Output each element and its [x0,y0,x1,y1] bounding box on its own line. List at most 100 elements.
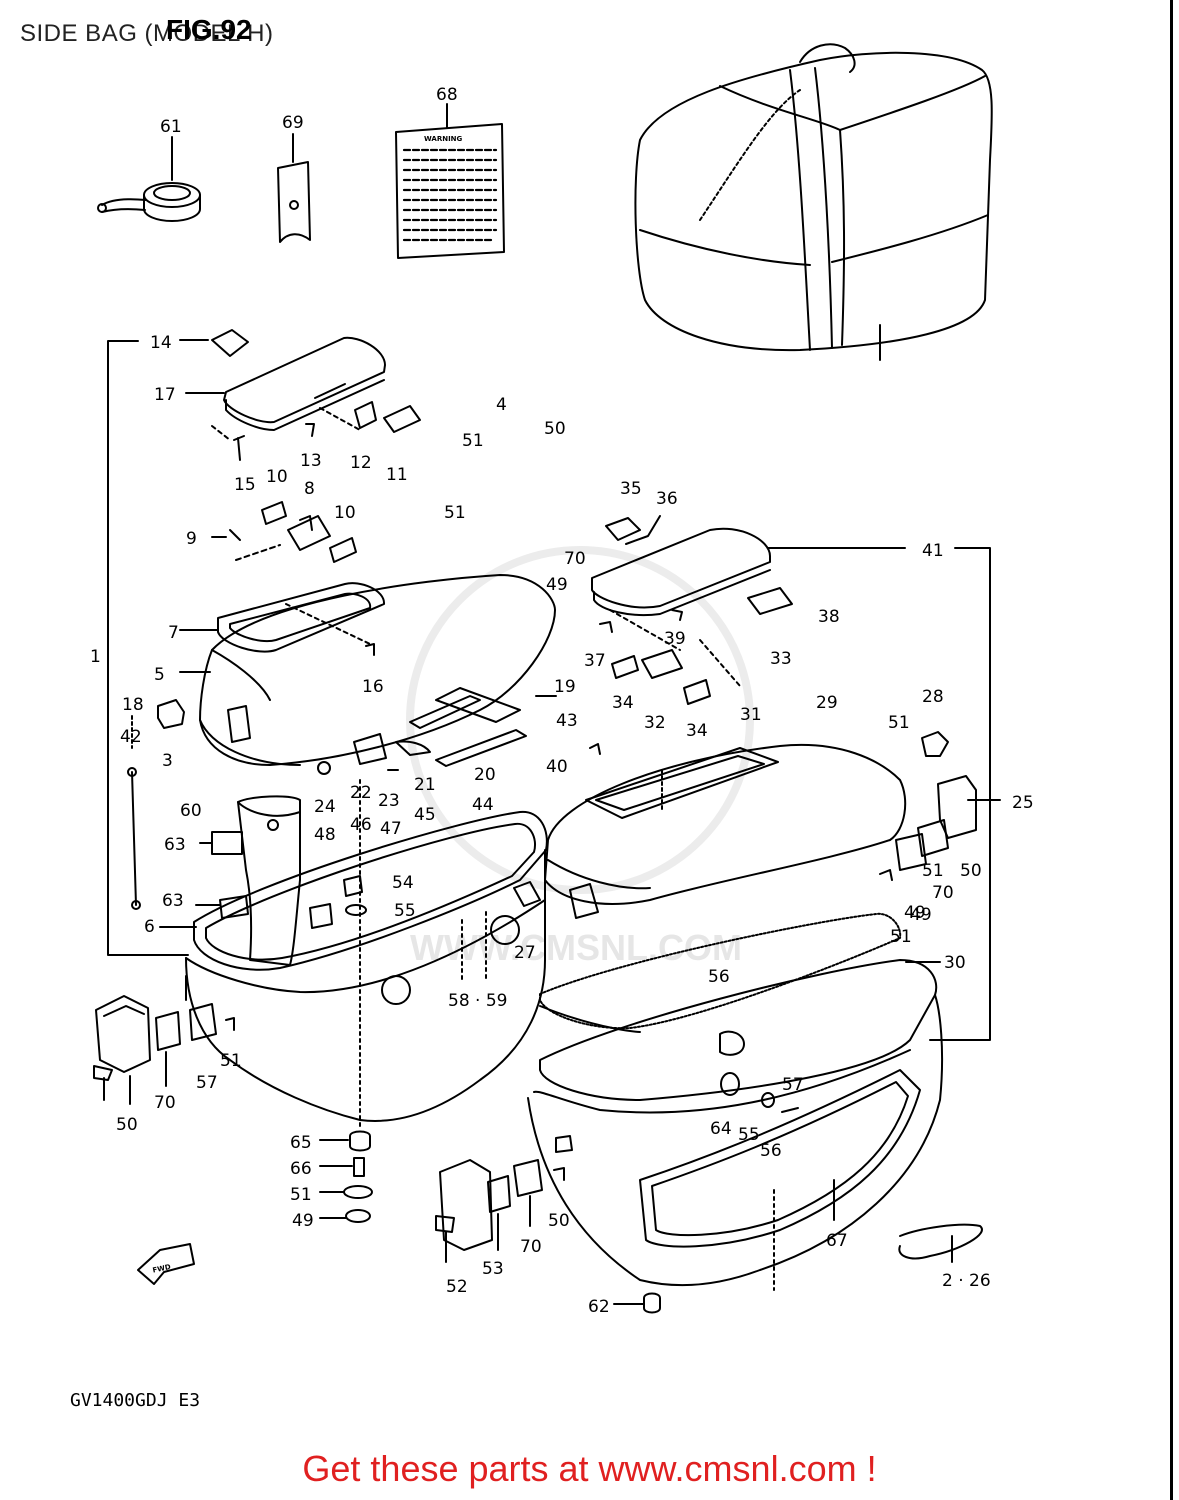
callout-33: 33 [770,649,792,669]
part-41-right-top-lid [591,515,1001,1041]
callout-21: 21 [414,775,436,795]
callout-70: 70 [520,1237,542,1257]
callout-65: 65 [290,1133,312,1153]
callout-7: 7 [168,623,179,643]
callout-54: 54 [392,873,414,893]
callout-51: 51 [462,431,484,451]
callout-20: 20 [474,765,496,785]
part-18-42-rod [127,715,141,910]
callout-61: 61 [160,117,182,137]
callout-24: 24 [314,797,336,817]
fwd-label: FWD [152,1263,172,1275]
part-19-45-mechanism [317,687,557,775]
callout-63: 63 [162,891,184,911]
callout-42: 42 [120,727,142,747]
model-code: GV1400GDJ E3 [70,1390,201,1411]
part-3-latch [157,699,185,729]
callout-50: 50 [548,1211,570,1231]
callout-22: 22 [350,783,372,803]
callout-10: 10 [334,503,356,523]
callout-18: 18 [122,695,144,715]
callout-50: 50 [116,1115,138,1135]
callout-38: 38 [818,607,840,627]
callout-51: 51 [220,1051,242,1071]
callout-28: 28 [922,687,944,707]
callout-56: 56 [708,967,730,987]
callout-55: 55 [738,1125,760,1145]
page-title: SIDE BAG (MODEL H) [20,20,274,47]
callout-47: 47 [380,819,402,839]
callout-6: 6 [144,917,155,937]
callout-8: 8 [304,479,315,499]
callout-64: 64 [710,1119,732,1139]
callout-51: 51 [290,1185,312,1205]
part-62-inner-bag [634,43,993,361]
part-6-left-case [159,779,548,1131]
fwd-arrow-icon [137,1243,195,1285]
part-69-clip [277,133,311,243]
callout-49: 49 [292,1211,314,1231]
callout-69: 69 [282,113,304,133]
callout-41: 41 [922,541,944,561]
callout-2-26: 2 · 26 [942,1271,991,1291]
callout-31: 31 [740,705,762,725]
watermark-logo [406,546,754,894]
callout-25: 25 [1012,793,1034,813]
callout-4: 4 [496,395,507,415]
callout-23: 23 [378,791,400,811]
callout-9: 9 [186,529,197,549]
callout-36: 36 [656,489,678,509]
callout-49: 49 [546,575,568,595]
callout-68: 68 [436,85,458,105]
callout-46: 46 [350,815,372,835]
callout-51: 51 [888,713,910,733]
callout-34: 34 [686,721,708,741]
part-5-7-left-lid [179,574,556,766]
callout-1: 1 [90,647,101,667]
callout-58-59: 58 · 59 [448,991,507,1011]
callout-39: 39 [664,629,686,649]
warning-heading: WARNING [424,135,463,143]
callout-45: 45 [414,805,436,825]
bracket-part-1 [107,340,189,956]
callout-56: 56 [760,1141,782,1161]
callout-70: 70 [932,883,954,903]
callout-48: 48 [314,825,336,845]
part-14-17-lid-parts [179,329,421,461]
callout-51: 51 [890,927,912,947]
callout-27: 27 [514,943,536,963]
part-50-lower-lock [435,1159,565,1263]
callout-57: 57 [196,1073,218,1093]
callout-34: 34 [612,693,634,713]
callout-19: 19 [554,677,576,697]
callout-3: 3 [162,751,173,771]
callout-50: 50 [544,419,566,439]
right-edge-line [1170,0,1173,1500]
callout-70: 70 [154,1093,176,1113]
callout-52: 52 [446,1277,468,1297]
callout-16: 16 [362,677,384,697]
callout-44: 44 [472,795,494,815]
callout-12: 12 [350,453,372,473]
callout-13: 13 [300,451,322,471]
callout-51: 51 [922,861,944,881]
callout-5: 5 [154,665,165,685]
callout-29: 29 [816,693,838,713]
figure-number: FIG.92 [166,14,252,45]
part-57-66-bushings [319,1130,373,1223]
part-61-filler-cap [97,136,201,222]
part-28-50-70-right-hinge [589,731,977,881]
callout-15: 15 [234,475,256,495]
callout-55: 55 [394,901,416,921]
callout-66: 66 [290,1159,312,1179]
callout-51: 51 [444,503,466,523]
callout-43: 43 [556,711,578,731]
callout-62: 62 [588,1297,610,1317]
part-68-warning-label [395,103,505,259]
promo-text[interactable]: Get these parts at www.cmsnl.com ! [302,1448,877,1489]
part-2-26-right-case [527,959,983,1291]
callout-35: 35 [620,479,642,499]
